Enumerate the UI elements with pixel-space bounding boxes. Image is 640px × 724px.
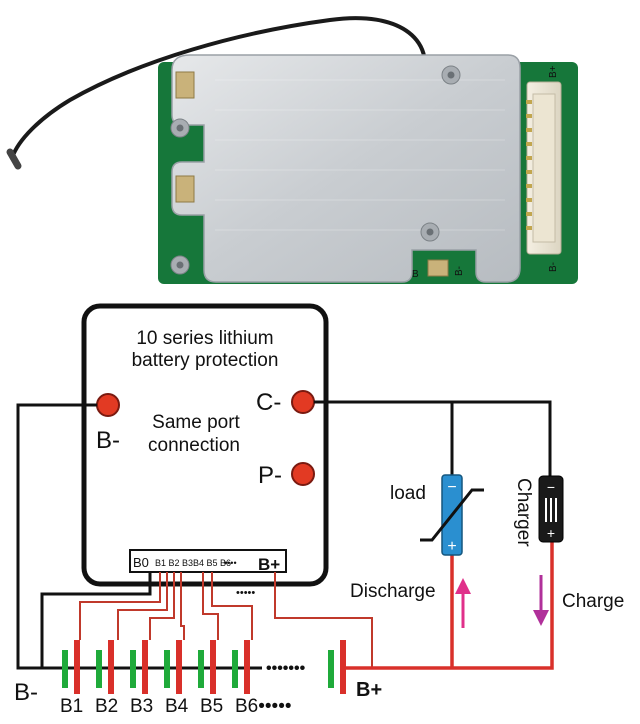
cell-label-b5: B5 [200,696,223,717]
screw [170,255,190,275]
cell [164,640,182,694]
bms-board-photo: B+ B- B B- [6,16,578,284]
pad [175,71,195,99]
connector-b-plus-label: B+ [258,555,280,574]
cell [96,640,114,694]
module-title-line1: 10 series lithium [136,328,273,349]
charger-symbol: − + [538,475,564,543]
pcb-label-b-bottom: B [412,269,419,280]
port-p-minus-dot [291,462,315,486]
pcb-label-b-minus-bottom: B- [454,266,465,276]
screw [420,222,440,242]
screw [441,65,461,85]
port-c-minus-dot [291,390,315,414]
heatsink-plate [171,54,521,283]
load-symbol: − + [420,474,484,556]
svg-text:−: − [547,479,555,495]
port-b-minus-label: B- [96,427,120,454]
bus-dots: ••••••• [266,660,306,677]
charge-label: Charge [562,591,624,612]
pad [427,259,449,277]
svg-text:−: − [447,479,456,496]
thermistor-wire [10,16,427,160]
port-note-line1: Same port [152,412,240,433]
port-b-minus-dot [96,393,120,417]
b-plus-bus [344,540,554,670]
cell [328,640,346,694]
discharge-label: Discharge [350,581,436,602]
connector-lower-dots: ••••• [236,587,255,599]
cell [130,640,148,694]
discharge-arrow [455,578,471,628]
pcb-label-b-minus-right: B- [548,262,559,272]
bus-b-minus-label: B- [14,679,38,706]
cell-label-b3: B3 [130,696,153,717]
protection-module-box [81,303,329,587]
cell-labels: B1 B2 B3 B4 B5 B6••••• [60,696,292,717]
pad [175,175,195,203]
port-c-minus-label: C- [256,389,281,416]
cell-label-b6: B6••••• [235,696,292,717]
charge-arrow [533,575,549,626]
svg-text:+: + [547,525,555,541]
cell-label-b1: B1 [60,696,83,717]
module-title-line2: battery protection [132,350,279,371]
battery-cells [62,640,346,694]
cell-label-b2: B2 [95,696,118,717]
black-wires [16,400,552,670]
connector-pin-labels: B1 B2 B3B4 B5 B6 [155,558,231,568]
cell [62,640,80,694]
balance-wires [79,572,373,668]
pcb-label-b-plus-top: B+ [548,65,559,78]
balance-connector-block [129,549,287,573]
brushed-texture [215,79,505,231]
wiring-diagram: 10 series lithium battery protection Sam… [14,303,624,717]
port-note-line2: connection [148,435,240,456]
cell [198,640,216,694]
thermistor-tip [6,148,22,170]
screw [170,118,190,138]
charger-label: Charger [513,478,534,547]
svg-text:+: + [447,538,456,555]
balance-connector [526,81,562,255]
bus-b-plus-label: B+ [356,679,382,701]
cell [232,640,250,694]
connector-dots: •••• [224,558,237,568]
load-label: load [390,483,426,504]
cell-label-b4: B4 [165,696,189,717]
connector-b0-label: B0 [133,555,149,570]
port-p-minus-label: P- [258,462,282,489]
